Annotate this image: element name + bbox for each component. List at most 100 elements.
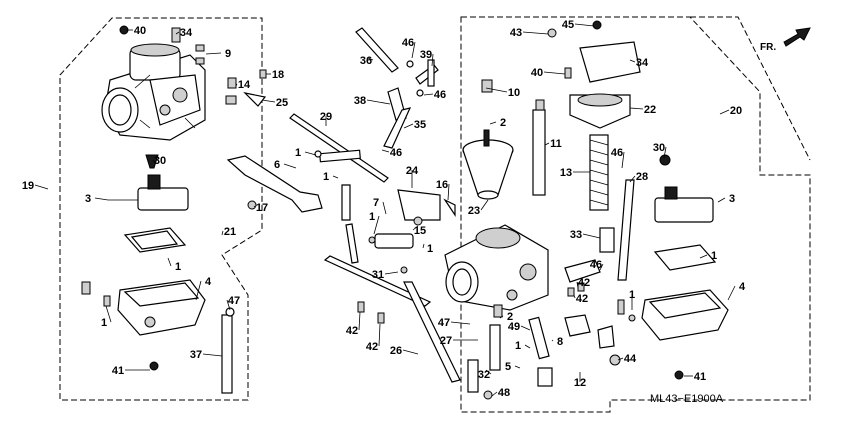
- front-direction-indicator: FR.: [760, 27, 811, 53]
- callout-41: 41: [112, 365, 124, 377]
- callout-5: 5: [505, 361, 511, 373]
- leader-line-22: [629, 107, 644, 110]
- callout-37: 37: [190, 349, 202, 361]
- callout-25: 25: [276, 97, 288, 109]
- right-float-chamber: [641, 289, 729, 341]
- callout-1: 1: [101, 317, 107, 329]
- callout-30: 30: [653, 142, 665, 154]
- left-tube: [221, 307, 235, 394]
- right-jet-needle: [532, 99, 546, 196]
- callout-12: 12: [574, 377, 586, 389]
- callout-31: 31: [372, 269, 384, 281]
- callout-35: 35: [414, 119, 426, 131]
- leader-line-1: [524, 344, 531, 349]
- leader-line-16: [447, 183, 450, 201]
- callout-4: 4: [205, 276, 212, 288]
- leader-line-39: [431, 53, 434, 67]
- callout-30: 30: [154, 155, 166, 167]
- leader-line-46: [423, 93, 434, 96]
- callout-18: 18: [272, 69, 284, 81]
- callout-20: 20: [730, 105, 742, 117]
- callout-24: 24: [406, 165, 419, 177]
- lever-bracket: [368, 189, 456, 249]
- leader-line-26: [402, 349, 419, 355]
- callout-1: 1: [629, 289, 635, 301]
- left-assembly-frame: [59, 17, 263, 401]
- leader-line-33: [582, 233, 601, 239]
- leader-line-1: [304, 151, 317, 156]
- callout-1: 1: [369, 211, 375, 223]
- leader-line-38: [366, 99, 391, 105]
- leader-line-17: [253, 205, 256, 208]
- callout-46: 46: [611, 147, 623, 159]
- leader-line-46: [411, 41, 416, 59]
- callout-23: 23: [468, 205, 480, 217]
- leader-line-47: [226, 299, 231, 311]
- leader-line-11: [544, 142, 550, 146]
- bottom-link: [323, 255, 432, 307]
- choke-rod: [289, 113, 389, 183]
- leader-line-1: [373, 215, 380, 235]
- leader-line-46: [381, 149, 390, 153]
- leader-line-1: [699, 254, 708, 259]
- callout-9: 9: [225, 48, 231, 60]
- callout-2: 2: [507, 311, 513, 323]
- callout-26: 26: [390, 345, 402, 357]
- leader-line-5: [514, 365, 521, 369]
- callout-leader-lines: [34, 23, 736, 397]
- leader-line-31: [384, 271, 399, 275]
- callout-10: 10: [508, 87, 520, 99]
- callout-36: 36: [360, 55, 372, 67]
- leader-line-1: [105, 305, 112, 323]
- callout-40: 40: [134, 25, 146, 37]
- leader-line-4: [727, 285, 736, 301]
- leader-line-14: [235, 83, 238, 87]
- right-hose: [599, 179, 635, 281]
- callout-44: 44: [624, 353, 637, 365]
- right-carburetor-body: [444, 224, 549, 311]
- leader-line-46: [599, 263, 604, 271]
- leader-line-42: [573, 294, 576, 299]
- leader-line-48: [491, 391, 498, 397]
- callout-43: 43: [510, 27, 522, 39]
- callout-38: 38: [354, 95, 366, 107]
- callout-3: 3: [85, 193, 91, 205]
- leader-line-20: [719, 109, 730, 115]
- callout-22: 22: [644, 104, 656, 116]
- left-carburetor-body: [101, 43, 206, 141]
- leader-line-25: [261, 99, 276, 103]
- callout-14: 14: [238, 79, 251, 91]
- left-needle-valve: [145, 154, 159, 169]
- leader-line-28: [629, 175, 636, 183]
- callout-46: 46: [590, 259, 602, 271]
- left-gasket: [123, 227, 187, 253]
- leader-line-30: [152, 159, 155, 163]
- leader-line-30: [663, 146, 667, 159]
- leader-line-21: [221, 230, 224, 236]
- front-arrow-icon: [783, 27, 811, 47]
- leader-line-43: [522, 31, 549, 35]
- callout-1: 1: [427, 243, 433, 255]
- leader-line-47: [450, 321, 471, 325]
- leader-line-42: [378, 323, 381, 347]
- leader-line-10: [485, 87, 508, 93]
- callout-46: 46: [434, 89, 446, 101]
- callout-4: 4: [739, 281, 746, 293]
- throttle-link: [226, 155, 323, 213]
- leader-line-32: [485, 369, 492, 375]
- callout-2: 2: [500, 117, 506, 129]
- callout-46: 46: [390, 147, 402, 159]
- leader-line-19: [34, 184, 49, 190]
- leader-line-15: [412, 225, 419, 231]
- leader-line-45: [574, 23, 595, 27]
- right-float: [654, 186, 714, 223]
- callout-45: 45: [562, 19, 574, 31]
- callout-42: 42: [366, 341, 378, 353]
- right-spring: [589, 134, 609, 211]
- leader-line-23: [480, 199, 489, 211]
- callout-6: 6: [274, 159, 280, 171]
- callout-39: 39: [420, 49, 432, 61]
- leader-line-2: [489, 121, 497, 125]
